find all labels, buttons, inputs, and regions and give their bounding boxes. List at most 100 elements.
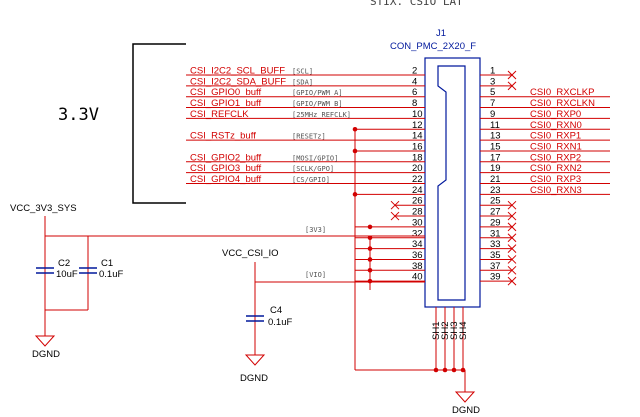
no-connect-1 [507,70,517,80]
pin-number-15: 15 [490,141,501,152]
no-connect-25 [507,200,517,210]
pin-number-31: 31 [490,228,501,239]
pin-number-2: 2 [412,66,417,77]
no-connect-28-b [390,211,400,221]
shield-label-SH1: SH1 [431,322,442,340]
pin-number-32: 32 [412,228,423,239]
net-label-right-19: CSI0_RXN2 [530,163,582,174]
no-connect-28 [390,211,400,221]
no-connect-31 [507,233,517,243]
header-partial-text: STIX. CSIO LAT [370,0,463,8]
no-connect-29 [507,222,517,232]
c2-value: 10uF [56,269,78,280]
connector-part: CON_PMC_2X20_F [390,41,476,52]
pin-number-39: 39 [490,272,501,283]
pin-number-40: 40 [412,272,423,283]
net-label-left-4: CSI_I2C2_SDA_BUFF [190,76,286,87]
pin-number-23: 23 [490,185,501,196]
pin-number-37: 37 [490,261,501,272]
net-label-right-5: CSI0_RXCLKP [530,87,594,98]
pin-number-9: 9 [490,109,495,120]
net-label-left-2: CSI_I2C2_SCL_BUFF [190,66,285,77]
pin-number-25: 25 [490,196,501,207]
pin-number-38: 38 [412,261,423,272]
no-connect-26-b [390,200,400,210]
net-tag-14: [RESETz] [292,133,326,141]
c1-value: 0.1uF [99,269,123,280]
no-connect-39-b [507,276,517,286]
pin-number-5: 5 [490,87,495,98]
pin-number-1: 1 [490,66,495,77]
rail-vio-tag: [VIO] [305,271,326,279]
no-connect-26 [390,200,400,210]
no-connect-3-b [507,81,517,91]
no-connect-33-b [507,244,517,253]
pin-number-11: 11 [490,120,500,131]
c1-ref: C1 [101,258,113,269]
net-layer: CSI_I2C2_SCL_BUFF [SCL] CSI_I2C2_SDA_BUFF [… [190,66,595,284]
pin-number-24: 24 [412,185,423,196]
no-connect-31-b [507,233,517,243]
pin-number-14: 14 [412,131,423,142]
no-connect-3 [507,81,517,91]
no-connect-39 [507,276,517,286]
pin-number-10: 10 [412,109,423,120]
dgnd-left-label: DGND [32,349,60,360]
dgnd-right-label: DGND [452,405,480,416]
net-tag-10: [25MHz_REFCLK] [292,111,351,119]
net-label-right-13: CSI0_RXP1 [530,131,581,142]
no-connect-37-b [507,265,517,275]
net-label-left-10: CSI_REFCLK [190,109,249,120]
net-vcc-3v3-sys: VCC_3V3_SYS [10,203,77,214]
dgnd-mid-label: DGND [240,373,268,384]
no-connect-35 [507,255,517,264]
net-tag-4: [SDA] [292,78,313,86]
pin-number-28: 28 [412,207,423,218]
net-tag-20: [SCLK/GPO] [292,165,334,173]
pin-number-3: 3 [490,76,495,87]
net-label-left-8: CSI_GPIO1_buff [190,98,261,109]
net-tag-22: [CS/GPIO] [292,176,330,184]
shield-label-SH2: SH2 [440,322,451,340]
no-connect-1-b [507,70,517,80]
pin-number-35: 35 [490,250,501,261]
no-connect-25-b [507,200,517,210]
net-vcc-csi-io: VCC_CSI_IO [222,248,279,259]
net-label-left-14: CSI_RSTz_buff [190,131,256,142]
net-label-right-15: CSI0_RXN1 [530,141,582,152]
pin-number-26: 26 [412,196,423,207]
c4-value: 0.1uF [268,317,292,328]
dgnd-mid-symbol [244,354,266,366]
net-tag-6: [GPIO/PWM_A] [292,89,343,97]
pin-number-29: 29 [490,217,501,228]
no-connect-27-b [507,211,517,221]
pin-number-6: 6 [412,87,417,98]
net-label-right-21: CSI0_RXP3 [530,174,581,185]
voltage-bracket [132,43,186,204]
net-label-left-20: CSI_GPIO3_buff [190,163,261,174]
pin-number-17: 17 [490,152,501,163]
net-tag-2: [SCL] [292,68,313,76]
c4-ref: C4 [270,305,282,316]
net-label-right-11: CSI0_RXN0 [530,120,582,131]
pin-number-30: 30 [412,217,423,228]
no-connect-35-b [507,255,517,264]
net-tag-18: [MOSI/GPIO] [292,154,338,162]
no-connect-27 [507,211,517,221]
pin-number-12: 12 [412,120,423,131]
connector-body [424,57,481,308]
shield-label-SH4: SH4 [458,322,469,340]
junction-pin-30 [367,224,373,230]
net-tag-8: [GPIO/PWM_B] [292,100,343,108]
pin-number-21: 21 [490,174,501,185]
pin-layer: 2468101214161820222426283032343638401357… [186,66,610,286]
net-label-right-9: CSI0_RXP0 [530,109,581,120]
pin-number-13: 13 [490,131,501,142]
pin-number-7: 7 [490,98,495,109]
pin-number-8: 8 [412,98,417,109]
connector-ref: J1 [436,28,446,39]
pin-number-16: 16 [412,141,423,152]
shield-label-SH3: SH3 [449,322,460,340]
